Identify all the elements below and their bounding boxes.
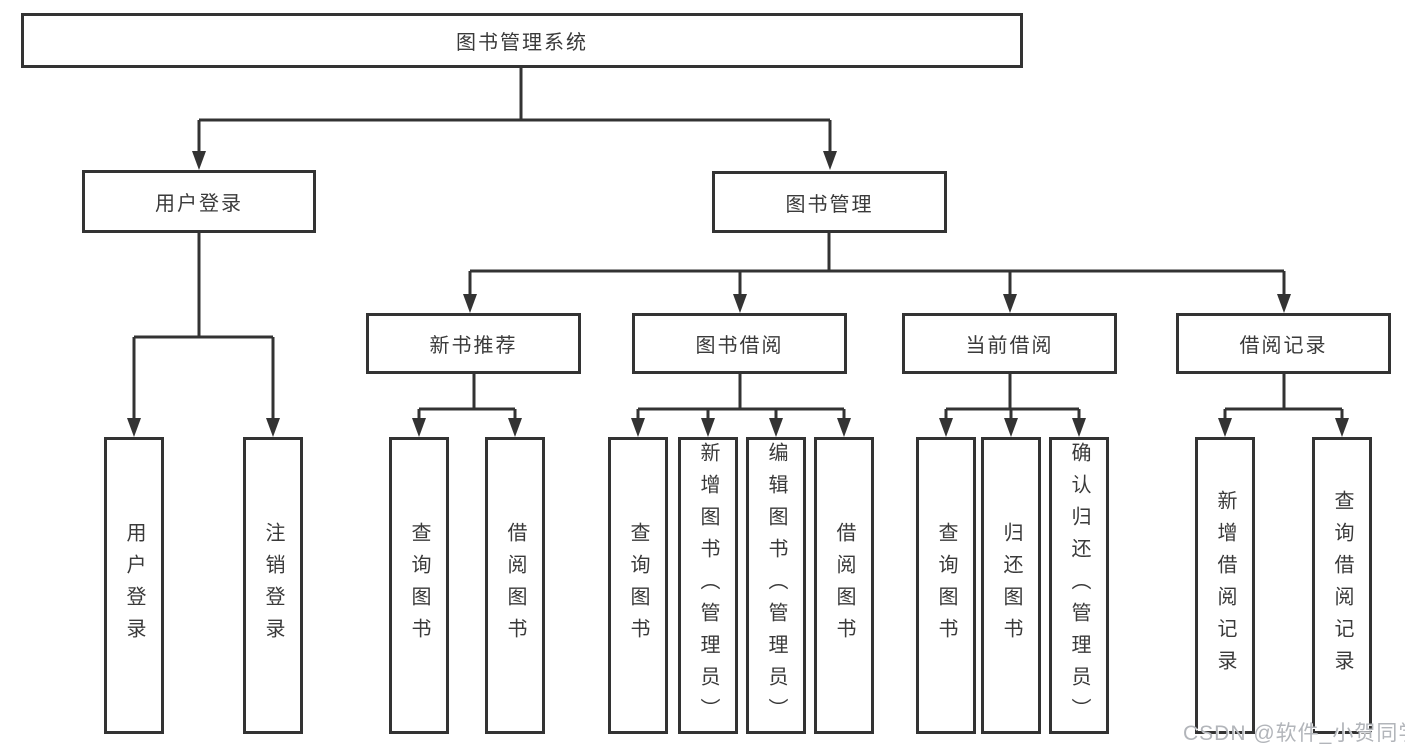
leaf-current-query-books: 查询图书 bbox=[916, 437, 976, 734]
node-user-login-label: 用户登录 bbox=[155, 193, 243, 215]
leaf-borrow-query-books-label: 查询图书 bbox=[627, 521, 649, 650]
leaf-borrow-borrow-books-label: 借阅图书 bbox=[833, 521, 855, 650]
leaf-borrow-edit-books-admin: 编辑图书（管理员） bbox=[746, 437, 806, 734]
node-root: 图书管理系统 bbox=[21, 13, 1023, 68]
leaf-current-return-books-label: 归还图书 bbox=[1000, 521, 1022, 650]
leaf-borrow-query-books: 查询图书 bbox=[608, 437, 668, 734]
leaf-user-login-label: 用户登录 bbox=[123, 521, 145, 650]
leaf-recommend-borrow-books-label: 借阅图书 bbox=[504, 521, 526, 650]
leaf-records-query-record-label: 查询借阅记录 bbox=[1331, 489, 1353, 682]
node-new-book-recommend-label: 新书推荐 bbox=[429, 335, 518, 357]
leaf-recommend-borrow-books: 借阅图书 bbox=[485, 437, 545, 734]
leaf-user-login: 用户登录 bbox=[104, 437, 164, 734]
leaf-current-query-books-label: 查询图书 bbox=[935, 521, 957, 650]
leaf-borrow-borrow-books: 借阅图书 bbox=[814, 437, 874, 734]
leaf-recommend-query-books: 查询图书 bbox=[389, 437, 449, 734]
node-root-label: 图书管理系统 bbox=[456, 32, 588, 54]
node-user-login: 用户登录 bbox=[82, 170, 316, 233]
leaf-records-query-record: 查询借阅记录 bbox=[1312, 437, 1372, 734]
arrowhead-group bbox=[127, 151, 1349, 437]
node-new-book-recommend: 新书推荐 bbox=[366, 313, 581, 374]
leaf-records-add-record: 新增借阅记录 bbox=[1195, 437, 1255, 734]
leaf-current-confirm-return-admin-label: 确认归还（管理员） bbox=[1068, 441, 1090, 730]
leaf-logout: 注销登录 bbox=[243, 437, 303, 734]
leaf-logout-label: 注销登录 bbox=[262, 521, 284, 650]
leaf-current-confirm-return-admin: 确认归还（管理员） bbox=[1049, 437, 1109, 734]
leaf-current-return-books: 归还图书 bbox=[981, 437, 1041, 734]
node-current-borrow: 当前借阅 bbox=[902, 313, 1117, 374]
node-book-borrow: 图书借阅 bbox=[632, 313, 847, 374]
node-borrow-records: 借阅记录 bbox=[1176, 313, 1391, 374]
leaf-borrow-add-books-admin: 新增图书（管理员） bbox=[678, 437, 738, 734]
leaf-records-add-record-label: 新增借阅记录 bbox=[1214, 489, 1236, 682]
leaf-recommend-query-books-label: 查询图书 bbox=[408, 521, 430, 650]
node-current-borrow-label: 当前借阅 bbox=[965, 335, 1054, 357]
node-borrow-records-label: 借阅记录 bbox=[1239, 335, 1328, 357]
watermark: CSDN @软件_小贺同学 bbox=[1183, 722, 1405, 745]
node-book-borrow-label: 图书借阅 bbox=[695, 335, 784, 357]
leaf-borrow-edit-books-admin-label: 编辑图书（管理员） bbox=[765, 441, 787, 730]
leaf-borrow-add-books-admin-label: 新增图书（管理员） bbox=[697, 441, 719, 730]
node-book-management: 图书管理 bbox=[712, 171, 947, 233]
node-book-management-label: 图书管理 bbox=[785, 193, 874, 216]
